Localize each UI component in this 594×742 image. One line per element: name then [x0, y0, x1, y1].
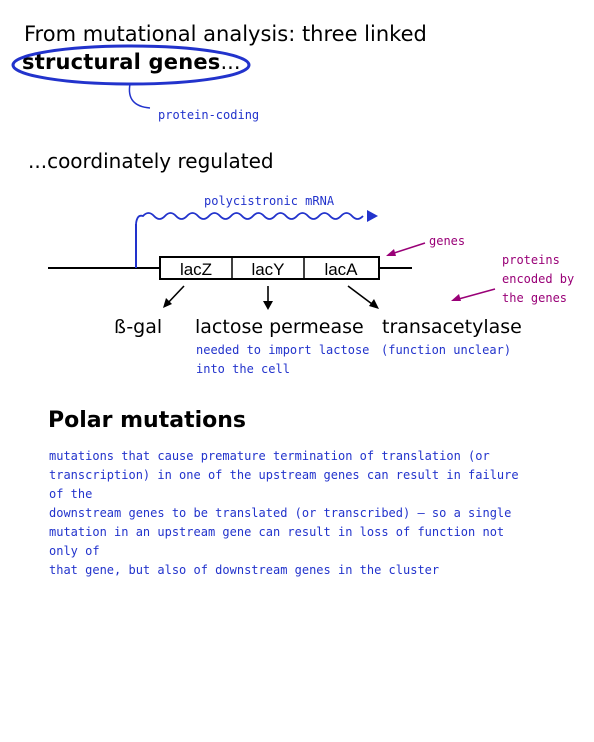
arrow-laca-head [369, 299, 379, 309]
mrna-wave [135, 212, 364, 225]
permease-note-1: needed to import lactose [196, 343, 370, 357]
proteins-label-2: encoded by [502, 272, 575, 286]
product-lactose-permease: lactose permease [195, 316, 364, 338]
gene-laca: lacA [324, 260, 358, 279]
gene-lacz: lacZ [180, 260, 212, 279]
proteins-pointer-head [451, 294, 461, 301]
genes-label: genes [429, 234, 466, 248]
polar-line-5: that gene, but also of downstream genes … [49, 563, 440, 577]
product-b-gal: ß-gal [114, 316, 163, 338]
polar-line-3: downstream genes to be translated (or tr… [49, 506, 512, 520]
protein-coding-callout: protein-coding [158, 108, 260, 122]
structural-genes-line: structural genes... [22, 48, 241, 76]
structural-genes-term: structural genes [22, 50, 221, 74]
structural-genes-ellipse [11, 44, 251, 86]
proteins-label-3: the genes [502, 291, 568, 305]
gene-box-outline [159, 256, 380, 280]
transacetylase-note: (function unclear) [381, 343, 512, 357]
arrow-lacz-head [163, 298, 172, 308]
callout-hook [128, 83, 151, 109]
mrna-arrowhead [367, 210, 378, 222]
genes-pointer-head [386, 249, 396, 256]
polar-mutations-title: Polar mutations [48, 408, 247, 433]
gene-lacy: lacY [251, 260, 284, 279]
coordinately-regulated-line: ...coordinately regulated [28, 149, 274, 173]
mrna-label: polycistronic mRNA [204, 194, 335, 208]
intro-line: From mutational analysis: three linked [24, 22, 427, 46]
polar-line-2: transcription) in one of the upstream ge… [49, 468, 519, 501]
product-transacetylase: transacetylase [382, 316, 522, 338]
permease-note-2: into the cell [196, 362, 290, 376]
polar-line-1: mutations that cause premature terminati… [49, 449, 490, 463]
arrow-lacy-head [263, 301, 273, 310]
polar-mutations-body: mutations that cause premature terminati… [49, 447, 529, 580]
proteins-label-1: proteins [502, 253, 560, 267]
polar-line-4: mutation in an upstream gene can result … [49, 525, 505, 558]
proteins-pointer-line [454, 288, 496, 301]
